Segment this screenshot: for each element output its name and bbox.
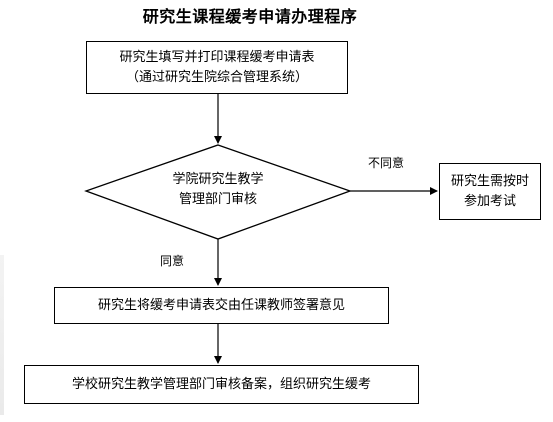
- teacher-sign-box: 研究生将缓考申请表交由任课教师签署意见: [54, 287, 389, 324]
- fill-form-line2: （通过研究生院综合管理系统）: [125, 69, 308, 85]
- teacher-sign-text: 研究生将缓考申请表交由任课教师签署意见: [97, 297, 345, 313]
- college-review-line2: 管理部门审核: [178, 192, 257, 207]
- college-review-label: 学院研究生教学 管理部门审核: [140, 170, 296, 210]
- final-record-text: 学校研究生教学管理部门审核备案，组织研究生缓考: [71, 376, 371, 392]
- reject-result-box: 研究生需按时参加考试: [439, 163, 541, 220]
- agree-label: 同意: [160, 254, 185, 268]
- college-review-line1: 学院研究生教学: [172, 172, 264, 187]
- page-edge-shadow: [0, 255, 4, 415]
- reject-result-text: 研究生需按时参加考试: [450, 173, 529, 209]
- fill-form-box: 研究生填写并打印课程缓考申请表 （通过研究生院综合管理系统）: [86, 41, 348, 94]
- final-record-box: 学校研究生教学管理部门审核备案，组织研究生缓考: [24, 365, 419, 404]
- fill-form-line1: 研究生填写并打印课程缓考申请表: [119, 49, 315, 65]
- diagram-title: 研究生课程缓考申请办理程序: [142, 7, 358, 26]
- disagree-label: 不同意: [368, 156, 405, 170]
